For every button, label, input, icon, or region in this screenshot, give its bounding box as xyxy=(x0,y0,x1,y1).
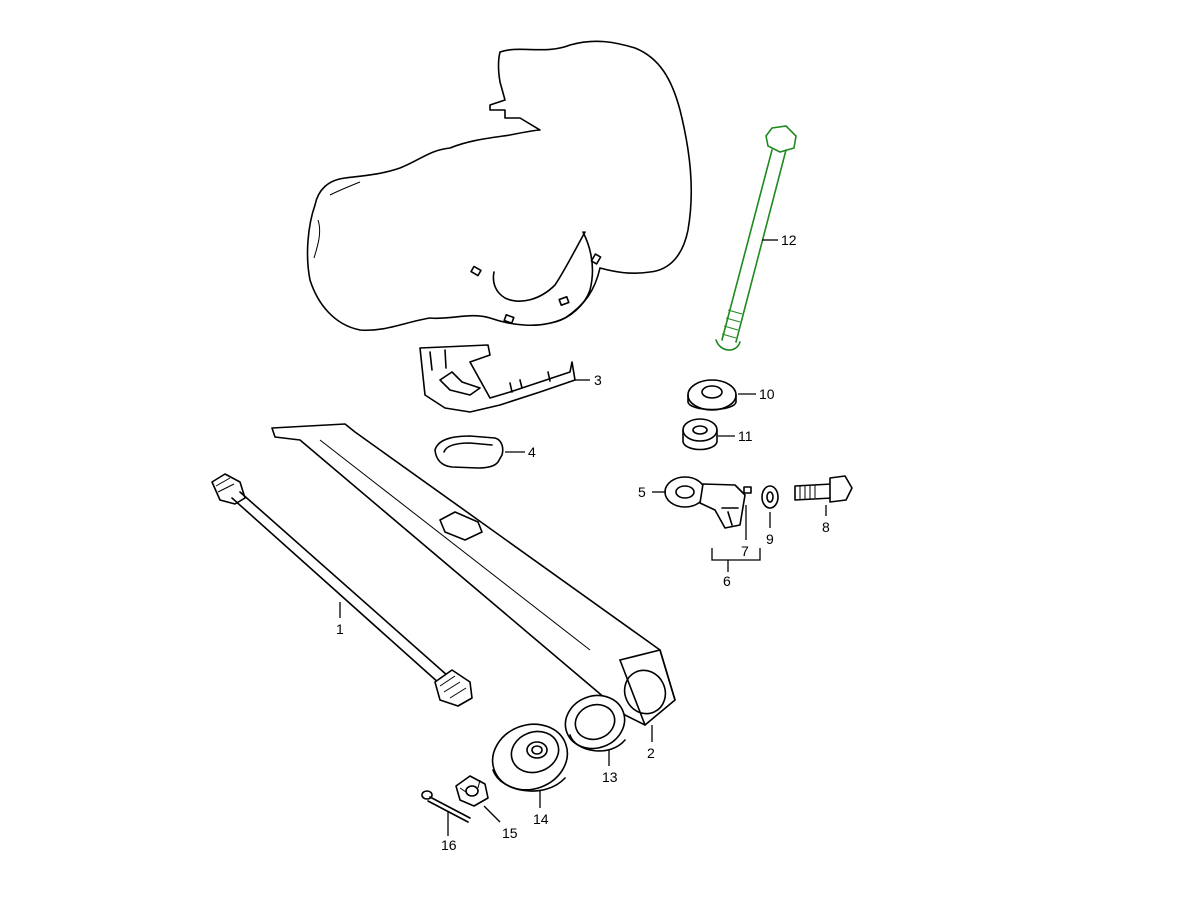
callout-2: 2 xyxy=(647,745,655,761)
small-pin xyxy=(743,486,752,494)
transmission-housing xyxy=(306,40,693,332)
callout-16: 16 xyxy=(441,837,457,853)
callout-3: 3 xyxy=(594,372,602,388)
callout-12: 12 xyxy=(781,232,797,248)
rear-mounting-arm xyxy=(271,423,676,726)
hex-bolt xyxy=(794,475,853,503)
rubber-mount xyxy=(491,723,569,792)
rubber-bushing-lower xyxy=(682,418,718,451)
callout-7: 7 xyxy=(741,543,749,559)
long-mounting-bolt xyxy=(715,125,797,351)
group-bracket-6 xyxy=(711,548,761,561)
cotter-pin xyxy=(421,790,471,823)
mount-eye-bracket xyxy=(664,476,746,529)
callout-8: 8 xyxy=(822,519,830,535)
callout-5: 5 xyxy=(638,484,646,500)
bearing-cup xyxy=(564,694,626,752)
transmission-mount-bracket xyxy=(419,344,576,413)
callout-4: 4 xyxy=(528,444,536,460)
callout-1: 1 xyxy=(336,621,344,637)
rubber-bushing-upper xyxy=(687,379,737,411)
callout-15: 15 xyxy=(502,825,518,841)
callout-6: 6 xyxy=(723,573,731,589)
callout-13: 13 xyxy=(602,769,618,785)
castle-nut xyxy=(455,775,489,807)
callout-11: 11 xyxy=(738,428,753,444)
callout-9: 9 xyxy=(766,531,774,547)
callout-10: 10 xyxy=(759,386,775,402)
washer xyxy=(761,485,779,509)
torsion-bar xyxy=(211,473,473,707)
rubber-pad xyxy=(434,435,504,469)
callout-14: 14 xyxy=(533,811,549,827)
